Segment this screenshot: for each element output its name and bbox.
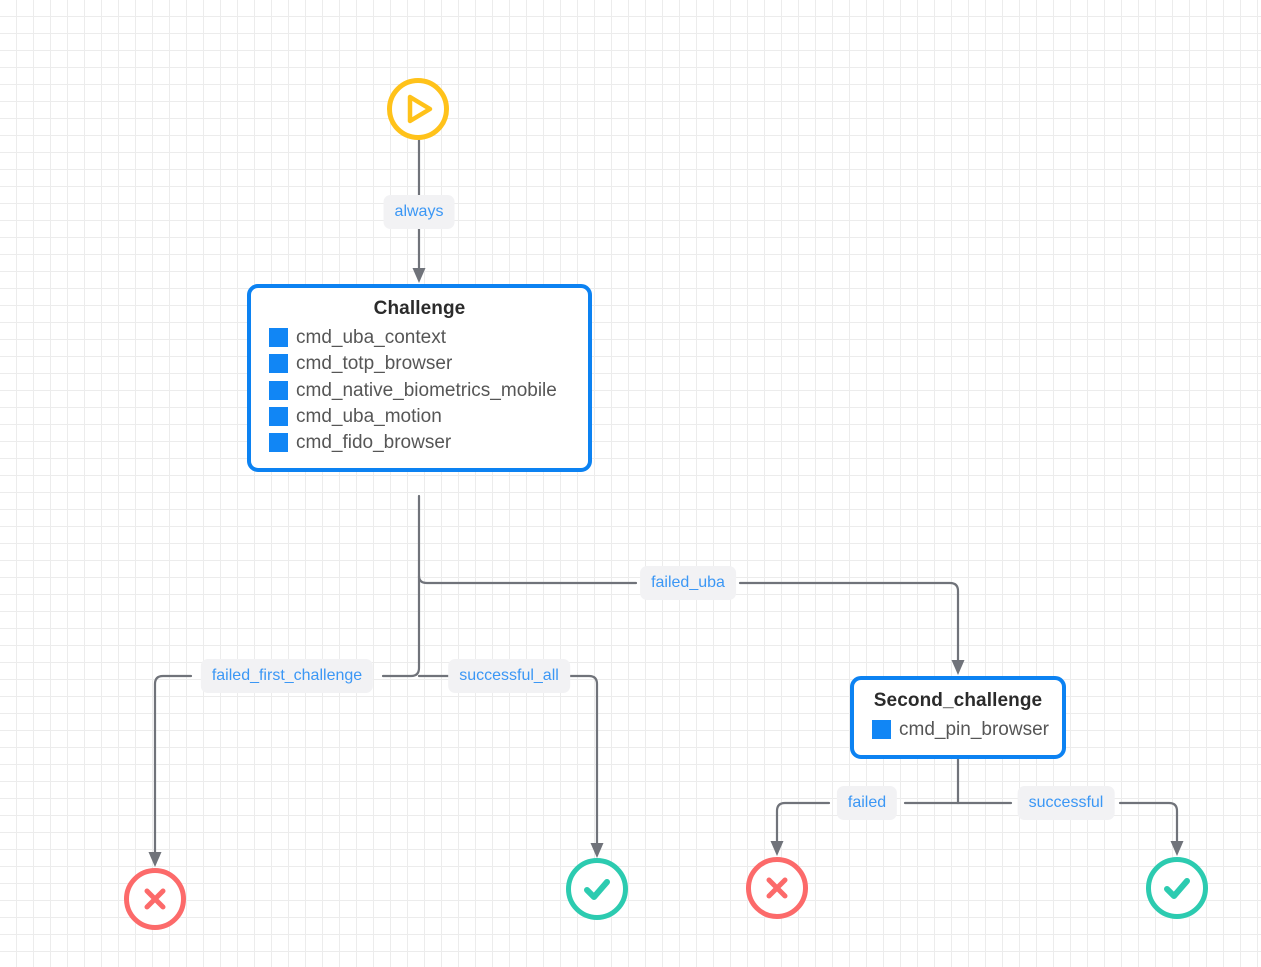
check-icon — [1164, 878, 1190, 899]
node-challenge-item-label: cmd_totp_browser — [296, 353, 453, 375]
edge-label-failed[interactable]: failed — [836, 786, 898, 820]
node-second-challenge-title: Second_challenge — [873, 690, 1043, 711]
start-node[interactable] — [387, 78, 449, 140]
node-challenge-item-3[interactable]: cmd_uba_motion — [265, 404, 574, 430]
node-second-challenge-item-0[interactable]: cmd_pin_browser — [868, 717, 1049, 743]
node-challenge[interactable]: Challenge cmd_uba_context cmd_totp_brows… — [247, 284, 592, 473]
check-icon — [584, 879, 610, 900]
method-swatch-icon — [269, 406, 288, 426]
end-node-successful-all[interactable] — [566, 858, 628, 920]
node-second-challenge[interactable]: Second_challenge cmd_pin_browser — [850, 676, 1066, 760]
node-challenge-item-0[interactable]: cmd_uba_context — [265, 325, 574, 351]
edge-second-challenge-trunk — [903, 751, 1013, 805]
cross-icon — [766, 877, 788, 899]
method-swatch-icon — [269, 354, 288, 374]
node-challenge-item-1[interactable]: cmd_totp_browser — [265, 351, 574, 377]
node-challenge-item-4[interactable]: cmd_fido_browser — [265, 430, 574, 456]
method-swatch-icon — [269, 328, 288, 348]
edge-failed-first-challenge — [148, 674, 193, 867]
edge-label-failed-uba[interactable]: failed_uba — [640, 566, 736, 600]
node-challenge-item-label: cmd_fido_browser — [296, 432, 452, 454]
node-challenge-item-label: cmd_native_biometrics_mobile — [296, 379, 557, 401]
end-node-successful-second[interactable] — [1146, 857, 1208, 919]
edge-successful-all — [566, 674, 604, 858]
node-challenge-item-2[interactable]: cmd_native_biometrics_mobile — [265, 378, 574, 404]
method-swatch-icon — [269, 433, 288, 453]
node-challenge-item-label: cmd_uba_motion — [296, 405, 442, 427]
edge-failed — [770, 801, 831, 856]
method-swatch-icon — [269, 380, 288, 400]
end-node-failed-second[interactable] — [746, 857, 808, 919]
method-swatch-icon — [872, 720, 891, 740]
play-icon — [407, 94, 433, 124]
node-second-challenge-item-label: cmd_pin_browser — [899, 719, 1049, 740]
edge-label-successful[interactable]: successful — [1017, 786, 1115, 820]
node-challenge-title: Challenge — [373, 298, 466, 319]
node-challenge-item-label: cmd_uba_context — [296, 327, 446, 348]
edge-successful — [1118, 801, 1184, 856]
edge-label-failed-first-challenge[interactable]: failed_first_challenge — [200, 659, 374, 693]
edge-label-always[interactable]: always — [383, 195, 455, 229]
edge-label-successful-all[interactable]: successful_all — [448, 659, 570, 693]
cross-icon — [144, 888, 166, 910]
end-node-failed-first-challenge[interactable] — [124, 868, 186, 930]
